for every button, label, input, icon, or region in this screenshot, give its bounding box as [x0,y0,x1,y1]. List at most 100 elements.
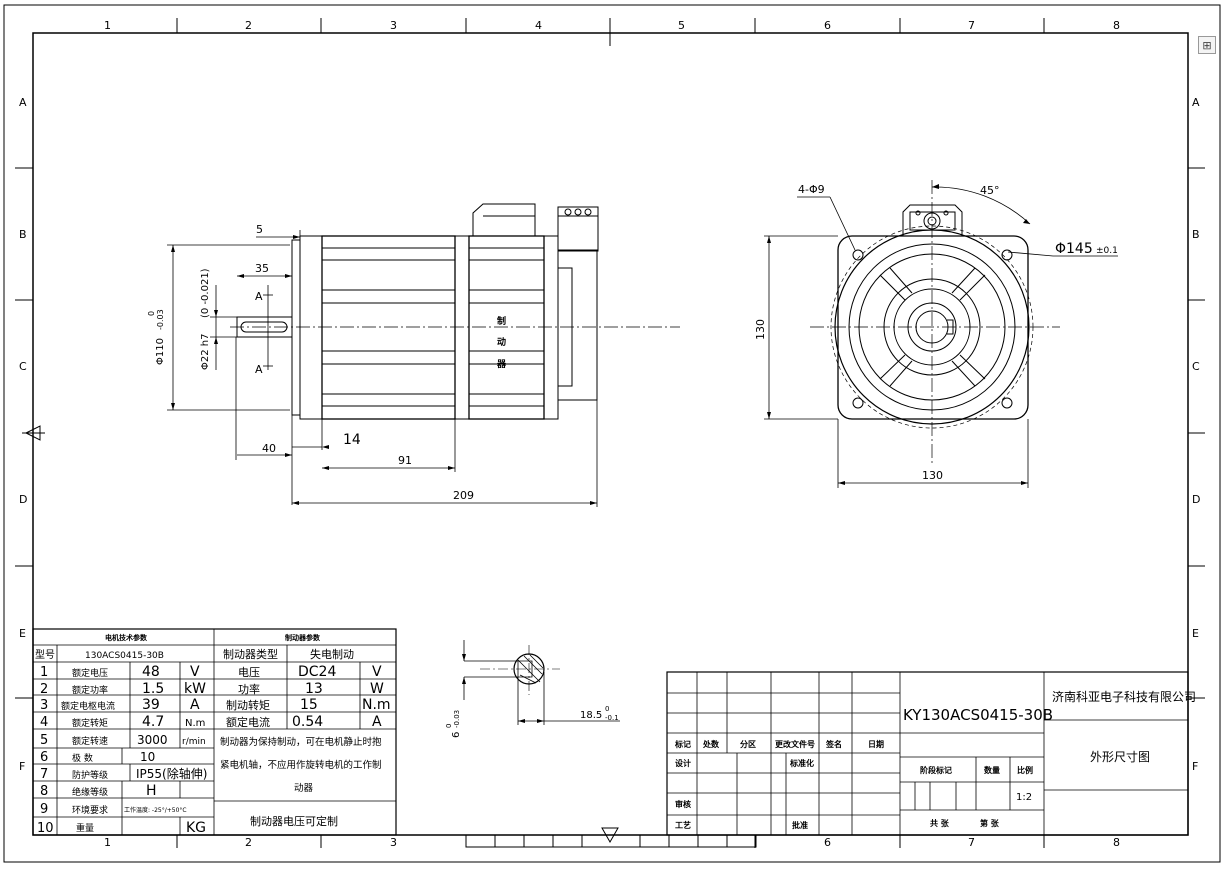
row-3-name: 额定电枢电流 [61,700,115,712]
scale-label: 比例 [1017,765,1033,775]
row-9-name: 环境要求 [72,804,108,816]
row-4-name: 额定转矩 [72,717,108,729]
dim-phi145-tol: ±0.1 [1096,246,1118,256]
dim-phi110: Φ110 [155,338,166,365]
part-number: KY130ACS0415-30B [903,706,1053,724]
brake-type-value: 失电制动 [310,648,354,661]
brake-row-1-unit: V [372,664,382,680]
dim-phi145: Φ145 [1055,241,1093,257]
dim-209: 209 [453,489,474,502]
row-label-a: A [19,96,27,109]
front-view-dimensions [764,186,1118,488]
drawing-name: 外形尺寸图 [1090,750,1150,764]
row-5-unit: r/min [182,737,206,747]
border-labels: 1 2 3 4 5 6 7 8 1 2 3 6 7 8 A B C D E F … [19,19,1200,849]
motor-param-table [32,628,397,836]
side-view-dim-text: 5 35 40 14 91 209 A A Φ110 0 -0.03 Φ22 h… [147,223,474,502]
row-6-value: 10 [140,750,155,764]
row-4-num: 4 [40,715,48,730]
model-value: 130ACS0415-30B [85,651,164,661]
section-a-top: A [255,290,263,303]
title-block-text: KY130ACS0415-30B 济南科亚电子科技有限公司 外形尺寸图 标记 处… [674,689,1196,830]
sheet-number: 第 张 [980,818,1000,828]
row-2-unit: kW [184,681,206,697]
brake-note-3: 动器 [294,783,314,794]
row-label-e: E [19,627,26,640]
row-5-num: 5 [40,733,48,748]
row-2-num: 2 [40,682,48,697]
row-10-num: 10 [37,821,54,836]
model-label: 型号 [35,648,55,661]
row-3-unit: A [190,697,200,713]
dim-phi22: Φ22 h7 [200,334,211,370]
col-label-2: 2 [245,19,252,32]
motor-front-view [810,180,1060,465]
dim-5: 5 [256,223,263,236]
row-label-a-right: A [1192,96,1200,109]
brake-footer: 制动器电压可定制 [250,814,338,828]
brake-char-2: 动 [497,337,506,348]
dim-key-width-tol-dn: -0.03 [453,710,461,728]
total-sheets: 共 张 [930,818,950,828]
dim-key-width-tol-up: 0 [445,724,453,728]
row-2-name: 额定功率 [72,684,108,696]
row-label-e-right: E [1192,627,1199,640]
rev-header-1: 标记 [674,739,691,749]
side-view-dimensions [167,230,598,507]
dim-phi110-tol-dn: -0.03 [156,309,165,330]
dim-35: 35 [255,262,269,275]
brake-row-3-unit: N.m [362,697,391,713]
design-label: 设计 [675,758,691,768]
row-9-num: 9 [40,802,48,817]
row-3-num: 3 [40,698,48,713]
brake-row-2-unit: W [370,681,384,697]
front-view-dim-text: 4-Φ9 45° Φ145 ±0.1 130 130 [754,183,1118,482]
row-8-num: 8 [40,784,48,799]
review-label: 审核 [675,799,691,809]
company-name: 济南科亚电子科技有限公司 [1052,689,1196,704]
dim-angle: 45° [980,184,1000,197]
rev-header-4: 更改文件号 [775,739,815,749]
row-5-value: 3000 [137,733,168,747]
title-block [666,671,1189,836]
fit-page-icon[interactable]: ⊞ [1198,36,1216,54]
col-label-2-bottom: 2 [245,836,252,849]
brake-row-3-value: 15 [300,697,318,713]
row-7-name: 防护等级 [72,769,108,781]
standardize-label: 标准化 [789,758,814,768]
dim-14: 14 [343,432,361,448]
keyway-arrows [462,654,544,723]
row-1-unit: V [190,664,200,680]
row-1-value: 48 [142,664,160,680]
rev-header-2: 处数 [702,739,720,749]
col-label-6: 6 [824,19,831,32]
row-6-name: 极 数 [72,752,93,764]
motor-table-text: 电机技术参数 型号 130ACS0415-30B 1 额定电压 48 V 2 额… [35,633,207,836]
dim-key-depth: 18.5 [580,710,602,721]
dim-phi110-tol-up: 0 [147,311,156,316]
brake-row-2-name: 功率 [238,682,260,696]
row-8-name: 绝缘等级 [72,786,108,798]
brake-note-2: 紧电机轴，不应用作旋转电机的工作制 [220,759,382,771]
front-arrows [767,184,1030,485]
row-label-d: D [19,493,27,506]
col-label-7: 7 [968,19,975,32]
brake-row-4-value: 0.54 [292,714,323,730]
row-10-unit: KG [186,820,206,836]
brake-char-1: 制 [497,315,506,327]
dim-91: 91 [398,454,412,467]
section-a-bottom: A [255,363,263,376]
brake-note-1: 制动器为保持制动，可在电机静止时抱 [220,736,382,748]
row-8-value: H [146,783,157,799]
col-label-8-bottom: 8 [1113,836,1120,849]
row-7-value: IP55(除轴伸) [136,766,207,781]
row-5-name: 额定转速 [72,735,108,747]
brake-type-label: 制动器类型 [223,647,278,661]
col-label-7-bottom: 7 [968,836,975,849]
row-6-num: 6 [40,750,48,765]
motor-side-view [230,203,680,420]
brake-row-1-value: DC24 [298,664,336,680]
dim-side-130: 130 [754,319,767,340]
rev-header-3: 分区 [740,739,756,749]
